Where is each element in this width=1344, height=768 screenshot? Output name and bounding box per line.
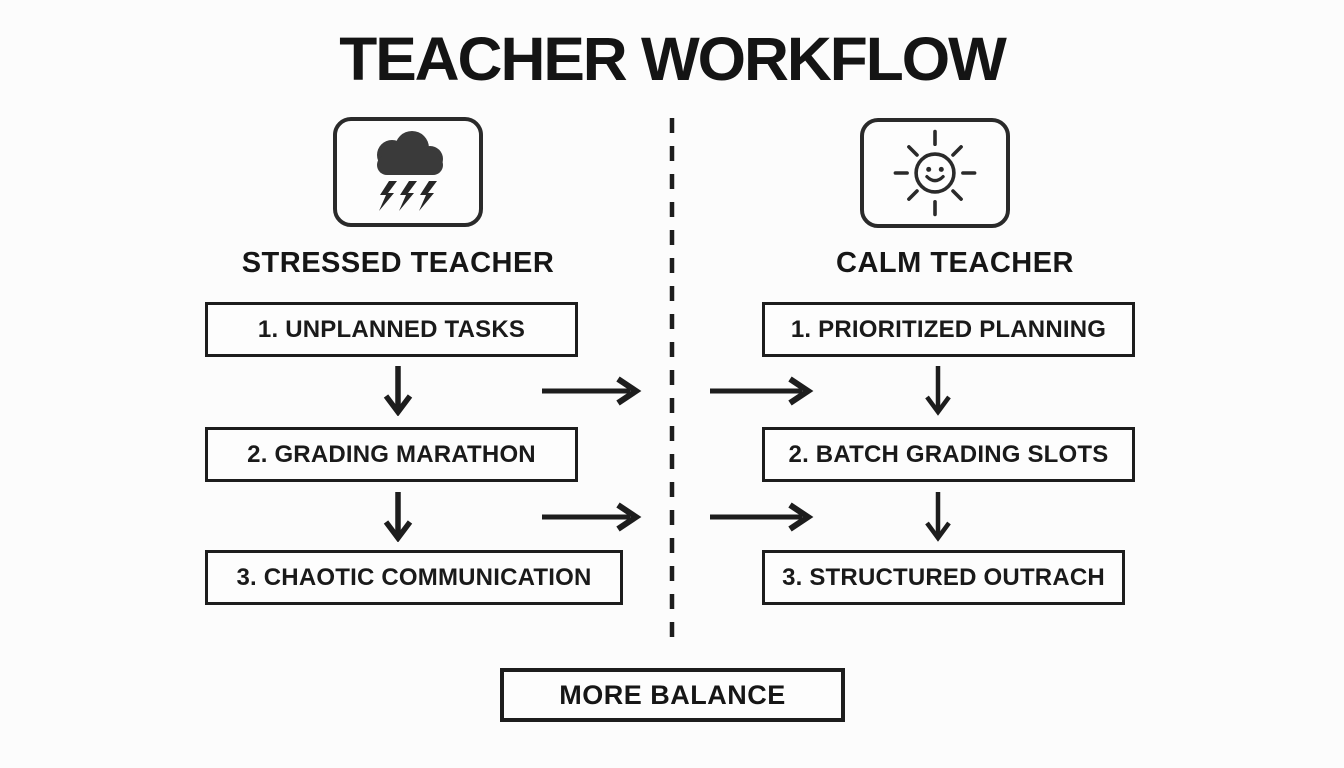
right-step-2: 2. BATCH GRADING SLOTS	[762, 427, 1135, 482]
down-arrow-icon	[925, 492, 951, 542]
right-arrow-icon	[542, 502, 642, 532]
smiling-sun-icon	[893, 129, 977, 217]
right-step-1: 1. PRIORITIZED PLANNING	[762, 302, 1135, 357]
left-step-1: 1. UNPLANNED TASKS	[205, 302, 578, 357]
dashed-divider	[669, 118, 675, 650]
right-arrow-icon	[542, 376, 642, 406]
right-arrow-icon	[710, 376, 814, 406]
footer-balance-box: MORE BALANCE	[500, 668, 845, 722]
left-step-3: 3. CHAOTIC COMMUNICATION	[205, 550, 623, 605]
page-title: TEACHER WORKFLOW	[339, 25, 1007, 93]
left-step-2: 2. GRADING MARATHON	[205, 427, 578, 482]
left-column-header: STRESSED TEACHER	[241, 247, 555, 279]
calm-icon-card	[860, 118, 1010, 228]
down-arrow-icon	[383, 492, 413, 542]
right-column-header: CALM TEACHER	[836, 247, 1074, 279]
right-arrow-icon	[710, 502, 814, 532]
down-arrow-icon	[925, 366, 951, 416]
down-arrow-icon	[383, 366, 413, 416]
stressed-icon-card	[333, 117, 483, 227]
storm-cloud-lightning-icon	[377, 131, 443, 211]
right-step-3: 3. STRUCTURED OUTRACH	[762, 550, 1125, 605]
